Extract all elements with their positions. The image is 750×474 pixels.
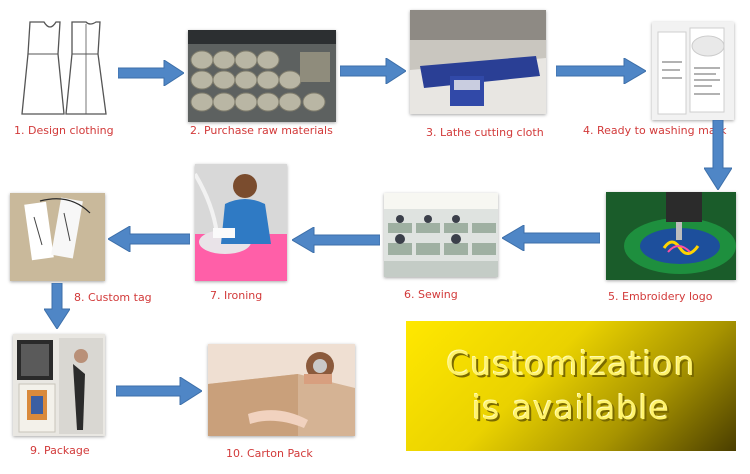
arrow-left-2 xyxy=(292,227,380,253)
arrow-left-3 xyxy=(108,226,190,252)
step-8-image xyxy=(10,193,105,281)
step-2-label: 2. Purchase raw materials xyxy=(190,123,333,139)
arrow-right-2 xyxy=(340,58,406,84)
carton-icon xyxy=(208,344,355,436)
step-5-label: 5. Embroidery logo xyxy=(608,289,712,305)
sewing-floor-icon xyxy=(384,193,498,277)
step-3-image xyxy=(410,10,546,114)
step-6-label: 6. Sewing xyxy=(404,287,458,303)
arrow-down-2 xyxy=(44,283,70,329)
package-icon xyxy=(13,334,105,436)
banner-line-1: Customization xyxy=(446,342,695,386)
arrow-right-4 xyxy=(116,377,202,405)
step-5-image xyxy=(606,192,736,280)
washing-labels-icon xyxy=(652,22,734,120)
hang-tag-icon xyxy=(10,193,105,281)
step-7-label: 7. Ironing xyxy=(210,288,262,304)
banner-line-2: is available xyxy=(472,386,670,430)
step-9-image xyxy=(13,334,105,436)
step-8-label: 8. Custom tag xyxy=(74,290,152,306)
step-1-label: 1. Design clothing xyxy=(14,123,114,139)
step-1-image xyxy=(10,14,114,122)
cutting-machine-icon xyxy=(410,10,546,114)
step-7-image xyxy=(195,164,287,281)
dress-sketch-icon xyxy=(10,14,114,122)
embroidery-icon xyxy=(606,192,736,280)
arrow-left-1 xyxy=(502,225,600,251)
customization-banner: Customization is available xyxy=(406,321,736,451)
step-6-image xyxy=(384,193,498,277)
arrow-right-1 xyxy=(118,60,184,86)
step-10-label: 10. Carton Pack xyxy=(226,446,313,462)
fabric-rolls-icon xyxy=(188,30,336,122)
step-3-label: 3. Lathe cutting cloth xyxy=(426,125,544,141)
ironing-icon xyxy=(195,164,287,281)
arrow-right-3 xyxy=(556,58,646,84)
step-4-image xyxy=(652,22,734,120)
step-9-label: 9. Package xyxy=(30,443,90,459)
arrow-down-1 xyxy=(704,120,732,190)
step-2-image xyxy=(188,30,336,122)
step-10-image xyxy=(208,344,355,436)
